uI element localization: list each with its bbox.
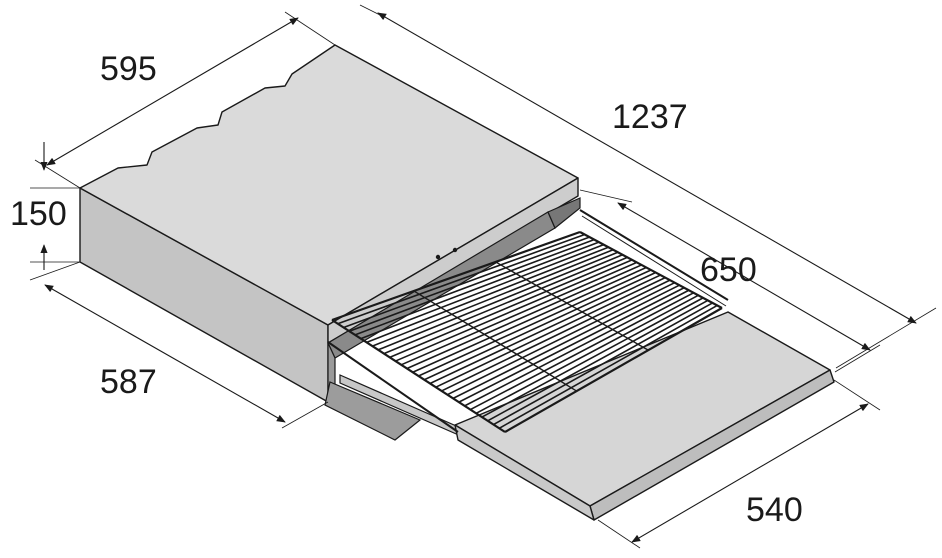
- dimension-label-587: 587: [100, 363, 157, 401]
- dimension-label-650: 650: [700, 251, 757, 289]
- dimension-label-595: 595: [100, 50, 157, 88]
- dimension-line-540: [631, 403, 869, 543]
- dimension-label-540: 540: [746, 491, 803, 529]
- dimension-line-587: [44, 284, 286, 423]
- dimension-label-150: 150: [10, 195, 67, 233]
- rack-support-bar: [413, 290, 577, 392]
- pull-out-tray: [454, 311, 835, 521]
- tray-side-lip: [454, 424, 595, 521]
- dimension-lines: [29, 4, 937, 549]
- drawer-side-rail: [327, 341, 459, 433]
- dimension-line-595: [46, 17, 299, 166]
- dimension-line-650: [617, 202, 871, 351]
- dimension-label-1237: 1237: [612, 98, 688, 136]
